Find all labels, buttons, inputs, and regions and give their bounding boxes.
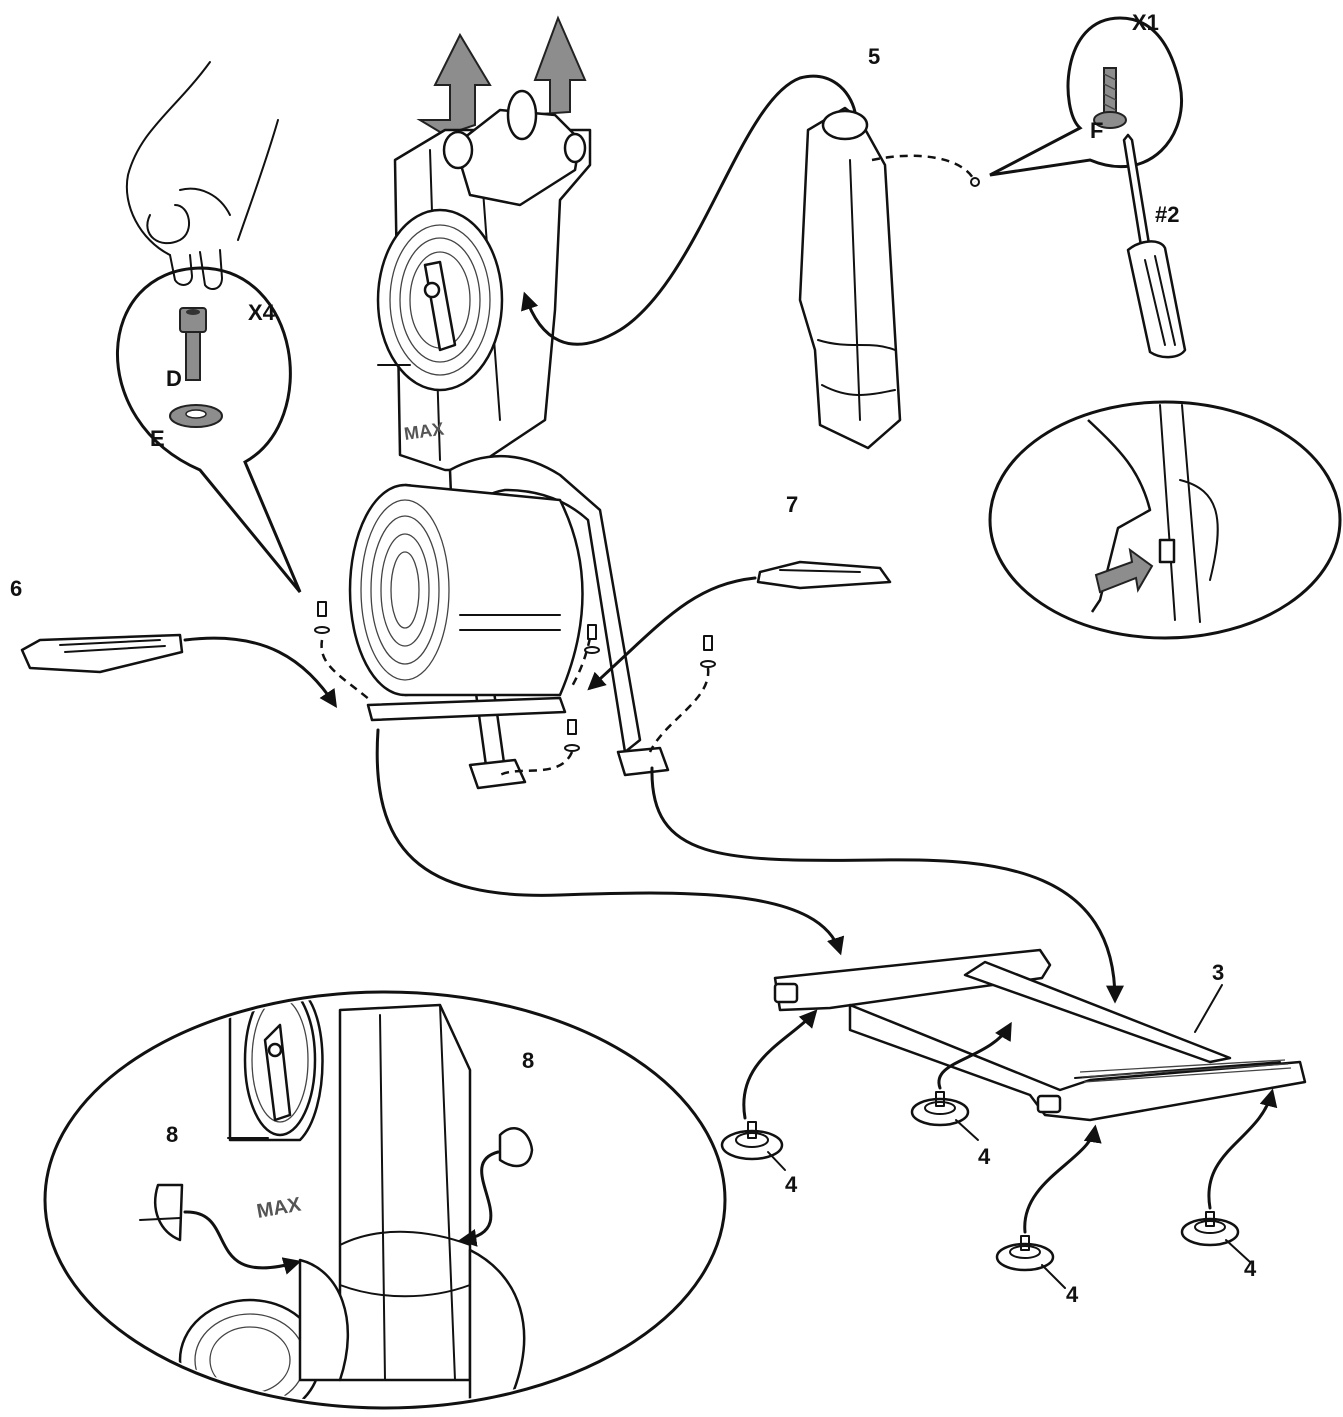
end-cap-8-right: 8 [458,1048,534,1247]
part-label-4a: 4 [785,1172,798,1197]
handle-5: 5 [521,44,980,450]
detail-inset-latch [988,400,1342,640]
bolt-d-icon [179,307,207,381]
screwdriver-icon [1122,133,1187,359]
end-cap-8-left: 8 [139,1122,302,1275]
washer-e-icon [169,404,223,428]
part-label-8a: 8 [166,1122,178,1147]
lift-arrow-left [416,32,492,137]
screw-f-icon [1093,67,1127,129]
hand-icon [125,61,279,291]
lift-arrow-right [524,15,587,116]
foot-cover-7: 7 [587,492,892,691]
base-grip-hatch [1079,1059,1292,1083]
screw-callout-f: X1 F #2 [989,10,1187,359]
detail-inset-caps: MAX 8 8 [43,990,727,1410]
upper-flywheel [376,208,504,392]
main-frame: MAX [348,15,670,790]
part-label-4d: 4 [1244,1256,1257,1281]
lower-flywheel [348,483,584,697]
foot-cover-6: 6 [10,576,337,708]
part-label-7: 7 [786,492,798,517]
part-label-8b: 8 [522,1048,534,1073]
part-label-6: 6 [10,576,22,601]
qty-label-x4: X4 [248,300,276,325]
leveler-foot-2: 4 [910,1021,1012,1169]
base-fasteners [314,601,716,777]
tool-label-phillips-2: #2 [1155,202,1179,227]
part-label-5: 5 [868,44,880,69]
part-label-f: F [1090,118,1103,143]
qty-label-x1: X1 [1132,10,1159,35]
part-label-4b: 4 [978,1144,991,1169]
base-frame-3: 3 [773,948,1307,1122]
part-label-4c: 4 [1066,1282,1079,1307]
hardware-callout-d-e: X4 D E [116,61,302,593]
part-label-3: 3 [1212,960,1224,985]
leveler-foot-4: 4 [1180,1088,1278,1281]
leveler-foot-3: 4 [995,1124,1102,1307]
levelers-4: 4 4 4 4 [720,1009,1278,1307]
leveler-foot-1: 4 [720,1009,818,1197]
part-label-d: D [166,366,182,391]
part-label-e: E [150,426,165,451]
